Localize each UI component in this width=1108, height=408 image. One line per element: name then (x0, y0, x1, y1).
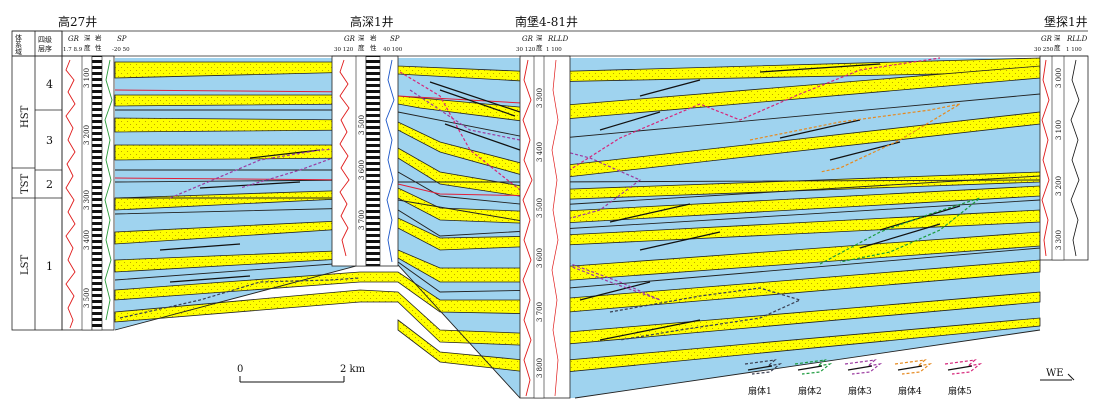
legend-item-2 (794, 359, 833, 375)
strat-table (11, 30, 1088, 331)
header-sequence: 四级 (38, 35, 52, 44)
well-2-column (331, 55, 399, 267)
sp-label-2: SP (390, 35, 400, 43)
sp-range-2: 40 100 (383, 47, 403, 53)
svg-text:3 000: 3 000 (1055, 68, 1063, 88)
legend-label-2: 扇体2 (798, 385, 822, 397)
header-sequence-2: 层序 (38, 44, 52, 53)
scale-end: 2 km (340, 364, 366, 375)
gr-label-1: GR (68, 35, 80, 43)
lith-label-2b: 性 (370, 43, 377, 52)
svg-text:3 500: 3 500 (83, 288, 91, 308)
legend-item-1 (744, 359, 783, 375)
scale-start: 0 (237, 364, 243, 375)
well-4-column (1039, 55, 1089, 261)
system-tract-hst: HST (20, 105, 31, 128)
svg-text:3 400: 3 400 (536, 142, 544, 162)
svg-text:3 500: 3 500 (358, 115, 366, 135)
svg-text:3 200: 3 200 (83, 125, 91, 145)
svg-text:3 300: 3 300 (83, 190, 91, 210)
header-system-tract-2: 系 (15, 40, 22, 49)
svg-text:3 700: 3 700 (358, 210, 366, 230)
depth-label-1b: 度 (84, 43, 91, 52)
sequence-4: 4 (46, 78, 53, 91)
sp-range-1: -20 50 (112, 47, 130, 53)
gr-range-3: 30 120 (516, 47, 536, 53)
legend-label-1: 扇体1 (748, 385, 772, 397)
depth-labels-well3: 3 300 3 400 3 500 3 600 3 700 3 800 (536, 88, 544, 378)
depth-labels-well4: 3 000 3 100 3 200 3 300 (1055, 68, 1063, 250)
header-system-tract-3: 域 (15, 47, 22, 56)
svg-text:3 800: 3 800 (536, 358, 544, 378)
well-name-2: 高深1井 (350, 14, 394, 29)
depth-labels-well2: 3 500 3 600 3 700 (358, 115, 366, 230)
direction-indicator: WE (1040, 368, 1075, 381)
sequence-1: 1 (46, 260, 53, 273)
depth-label-3b: 度 (536, 43, 543, 52)
svg-text:3 500: 3 500 (536, 198, 544, 218)
svg-text:3 200: 3 200 (1055, 176, 1063, 196)
rlld-label-4: RLLD (1066, 35, 1088, 43)
gr-label-4: GR (1041, 35, 1053, 43)
rlld-range-3: 1 100 (546, 47, 562, 53)
lith-label-1b: 性 (95, 43, 102, 52)
svg-text:3 300: 3 300 (536, 88, 544, 108)
depth-labels-well1: 3 100 3 200 3 300 3 400 3 500 (83, 68, 91, 308)
system-tract-lst: LST (20, 255, 31, 275)
scale-bar: 0 2 km (237, 364, 366, 383)
depth-label-4: 深 (1054, 33, 1061, 42)
legend-label-4: 扇体4 (898, 385, 922, 397)
gr-label-2: GR (344, 35, 356, 43)
well-name-1: 高27井 (58, 14, 97, 29)
depth-label-4b: 度 (1054, 43, 1061, 52)
lith-label-1: 岩 (95, 33, 102, 42)
legend-label-5: 扇体5 (948, 385, 972, 397)
sequence-2: 2 (46, 178, 53, 191)
svg-text:3 700: 3 700 (536, 302, 544, 322)
svg-text:3 600: 3 600 (358, 160, 366, 180)
rlld-label-3: RLLD (547, 35, 569, 43)
well-name-4: 堡探1井 (1044, 14, 1088, 29)
gr-range-1: 1.7 8.9 (63, 47, 83, 53)
depth-label-3: 深 (536, 33, 543, 42)
svg-text:3 600: 3 600 (536, 248, 544, 268)
depth-label-2b: 度 (358, 43, 365, 52)
legend-label-3: 扇体3 (848, 385, 872, 397)
well-3-column (519, 55, 571, 399)
sp-label-1: SP (117, 35, 127, 43)
sequence-3: 3 (46, 134, 53, 147)
direction-label: WE (1046, 368, 1064, 379)
depth-label-1: 深 (84, 33, 91, 42)
lith-label-2: 岩 (370, 33, 377, 42)
legend-item-4 (894, 359, 933, 375)
gr-range-4: 30 250 (1034, 47, 1054, 53)
gr-range-2: 30 120 (334, 47, 354, 53)
well-1-column (61, 55, 115, 331)
gr-label-3: GR (522, 35, 534, 43)
system-tract-tst: TST (20, 173, 31, 194)
svg-text:3 100: 3 100 (1055, 120, 1063, 140)
header-system-tract: 体 (15, 33, 22, 42)
legend-item-5 (944, 359, 983, 375)
svg-text:3 100: 3 100 (83, 68, 91, 88)
well-name-3: 南堡4-81井 (515, 14, 578, 29)
legend-item-3 (844, 359, 883, 375)
depth-label-2: 深 (358, 33, 365, 42)
rlld-range-4: 1 100 (1066, 47, 1082, 53)
svg-text:3 300: 3 300 (1055, 230, 1063, 250)
svg-text:3 400: 3 400 (83, 230, 91, 250)
legend (744, 359, 983, 375)
